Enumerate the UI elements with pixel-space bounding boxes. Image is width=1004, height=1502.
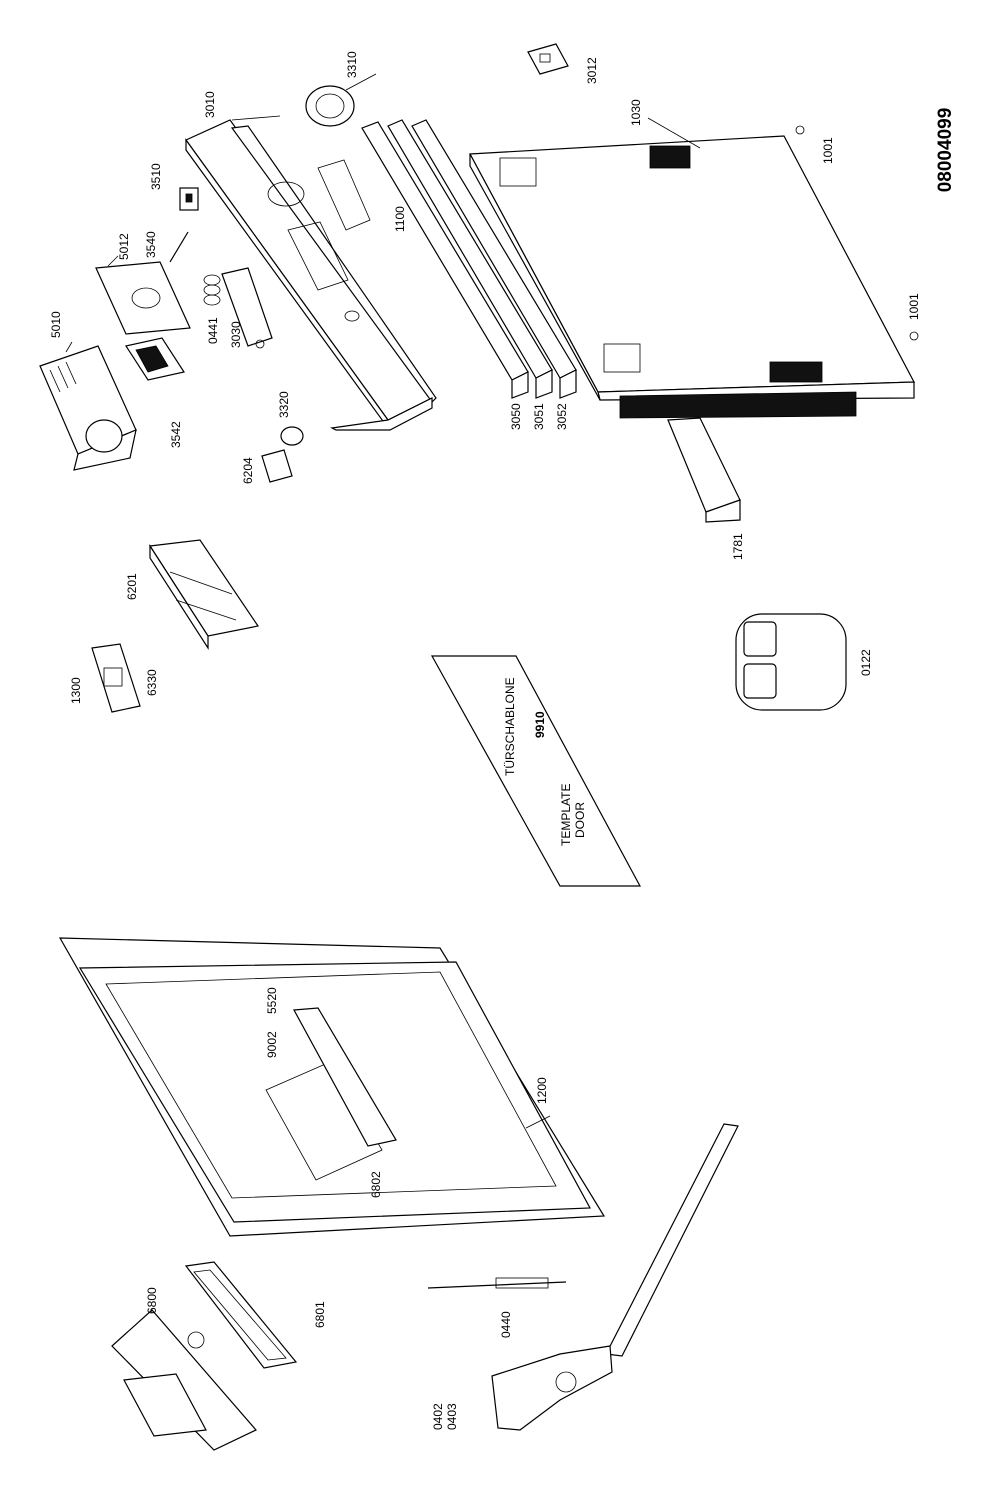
control-panel-3010 (185, 119, 437, 431)
label-3320: 3320 (277, 391, 291, 418)
knob-3310 (305, 85, 355, 127)
template-9910 (430, 655, 642, 887)
label-5520: 5520 (265, 987, 279, 1014)
parts-bag-0122 (735, 613, 847, 711)
label-1300: 1300 (69, 677, 83, 704)
dispenser-6800 (111, 1309, 257, 1451)
button-3320 (280, 426, 304, 446)
screw-1001-b (909, 331, 919, 341)
gasket-6801 (184, 1261, 298, 1369)
label-6330: 6330 (145, 669, 159, 696)
template-line2: TEMPLATE (559, 784, 573, 846)
label-3510: 3510 (149, 163, 163, 190)
label-3052: 3052 (555, 403, 569, 430)
label-1100: 1100 (393, 206, 407, 232)
document-number: 08004099 (935, 108, 956, 193)
label-1781: 1781 (731, 533, 745, 560)
label-1200: 1200 (535, 1077, 549, 1104)
seal-strip (619, 391, 857, 419)
rail-3050 (361, 121, 529, 399)
label-5012: 5012 (117, 233, 131, 260)
label-0402: 0402 (431, 1403, 445, 1430)
pin-3540 (169, 231, 189, 263)
label-5010: 5010 (49, 311, 63, 338)
front-panel-1030 (469, 135, 915, 401)
label-9910: 9910 (533, 711, 547, 738)
label-0441: 0441 (206, 317, 220, 344)
label-3050: 3050 (509, 403, 523, 430)
label-6801: 6801 (313, 1301, 327, 1328)
label-3542: 3542 (169, 421, 183, 448)
label-3012: 3012 (585, 57, 599, 84)
rail-3051 (387, 119, 553, 399)
label-9002: 9002 (265, 1031, 279, 1058)
door-1200 (58, 937, 606, 1237)
latch-3030 (221, 267, 273, 349)
label-3540: 3540 (144, 231, 158, 258)
screw-1001-a (795, 125, 805, 135)
housing-6201 (148, 539, 260, 651)
label-0440: 0440 (499, 1311, 513, 1338)
label-6800: 6800 (145, 1287, 159, 1314)
label-3310: 3310 (345, 51, 359, 78)
label-1001-b: 1001 (907, 293, 921, 320)
label-1030: 1030 (629, 99, 643, 126)
label-0122: 0122 (859, 649, 873, 676)
label-3030: 3030 (229, 321, 243, 348)
label-6201: 6201 (125, 573, 139, 600)
label-3010: 3010 (203, 91, 217, 118)
part-1300 (91, 643, 141, 713)
clip-3510 (179, 187, 199, 211)
label-3051: 3051 (532, 403, 546, 430)
template-line3: DOOR (573, 802, 587, 838)
foam-strip-1781 (667, 417, 741, 523)
rail-3052 (411, 119, 577, 399)
label-1001-a: 1001 (821, 137, 835, 164)
label-6204: 6204 (241, 457, 255, 484)
label-6802: 6802 (369, 1171, 383, 1198)
window-3542 (125, 337, 185, 381)
hinge-arm (491, 1123, 739, 1431)
label-0403: 0403 (445, 1403, 459, 1430)
spring-0441 (203, 274, 221, 306)
template-line1: TÜRSCHABLONE (503, 677, 517, 776)
switch-6204 (261, 449, 293, 483)
timer-module-5010 (39, 345, 137, 471)
bracket-5012 (95, 261, 191, 335)
spring-0440 (427, 1277, 567, 1289)
bracket-3012 (527, 43, 569, 75)
